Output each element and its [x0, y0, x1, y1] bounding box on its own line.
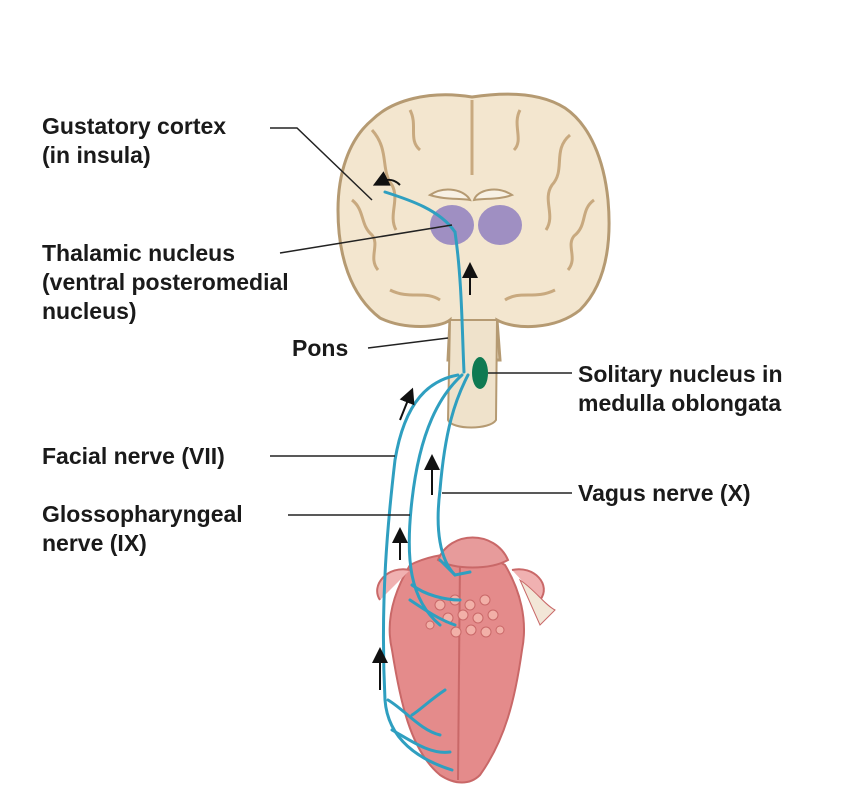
vagus-nerve-label: Vagus nerve (X)	[578, 480, 751, 506]
solitary-nucleus-label: Solitary nucleus in medulla oblongata	[578, 361, 783, 416]
glossopharyngeal-nerve-label: Glossopharyngeal nerve (IX)	[42, 501, 243, 556]
nerve-pathways	[381, 190, 472, 772]
facial-nerve-path	[381, 373, 460, 772]
tongue	[376, 536, 556, 784]
pons-label: Pons	[292, 335, 349, 361]
thalamus-right	[478, 205, 522, 245]
glossopharyngeal-nerve-path	[407, 373, 464, 627]
brain-coronal-section	[336, 92, 611, 429]
leader-lines	[270, 127, 572, 516]
solitary-to-thalamus-path	[453, 230, 466, 374]
facial-nerve-label: Facial nerve (VII)	[42, 443, 225, 469]
gustatory-cortex-label: Gustatory cortex (in insula)	[42, 113, 227, 168]
thalamic-nucleus-label: Thalamic nucleus (ventral posteromedial …	[42, 240, 289, 324]
solitary-nucleus	[472, 357, 488, 389]
direction-arrows	[372, 171, 478, 690]
vagus-nerve-path	[436, 373, 470, 577]
